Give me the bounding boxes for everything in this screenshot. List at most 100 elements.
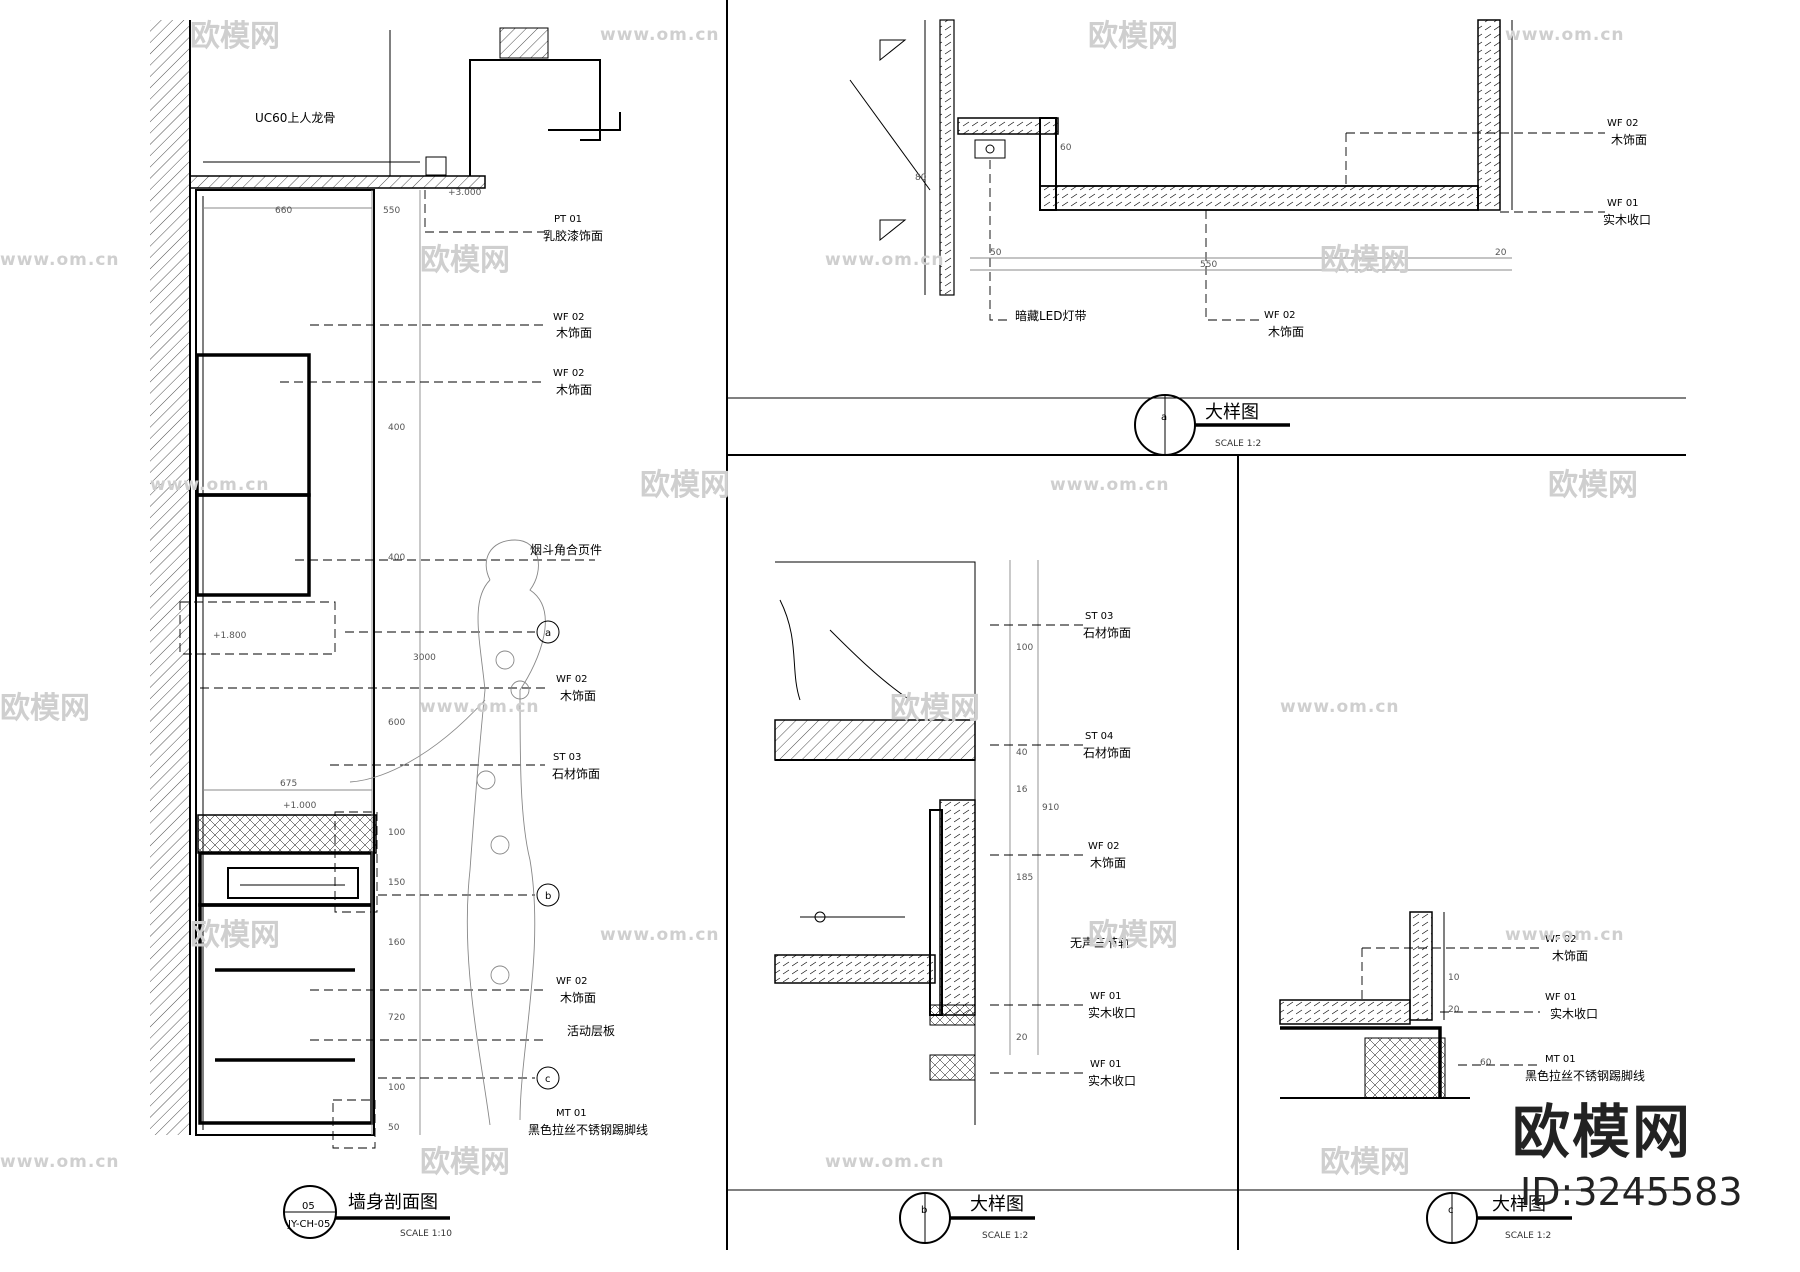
tag-stone: ST 03	[553, 752, 581, 763]
detail-b-note-wood: 木饰面	[1090, 856, 1126, 870]
detail-c-dim-10: 10	[1448, 973, 1460, 983]
level-counter: +1.000	[283, 801, 317, 811]
tag-wood-3: WF 02	[556, 674, 588, 685]
watermark-brand: 欧模网	[1320, 1145, 1410, 1180]
detail-b-drawing	[774, 560, 1088, 1244]
detail-c-scale: SCALE 1:2	[1505, 1231, 1551, 1241]
detail-b-note-stone-2: 石材饰面	[1083, 746, 1131, 760]
section-title: 墙身剖面图	[348, 1192, 438, 1213]
detail-a-dim-20: 20	[1495, 248, 1507, 258]
note-keel: UC60上人龙骨	[255, 111, 335, 125]
note-wood-4: 木饰面	[560, 991, 596, 1005]
watermark-brand: 欧模网	[1088, 19, 1178, 54]
detail-a-dim-550: 550	[1200, 260, 1217, 270]
watermark-url: www.om.cn	[150, 475, 270, 495]
detail-b-scale: SCALE 1:2	[982, 1231, 1028, 1241]
dim-3000: 3000	[413, 653, 436, 663]
detail-b-note-solid-1: 实木收口	[1088, 1005, 1136, 1020]
watermark-brand: 欧模网	[1320, 243, 1410, 278]
detail-b-letter: b	[921, 1205, 927, 1216]
detail-a-tag-wood-top: WF 02	[1607, 118, 1639, 129]
detail-b-dim-20: 20	[1016, 1033, 1028, 1043]
detail-a-tag-wood-bottom: WF 02	[1264, 310, 1296, 321]
detail-b-dim-185: 185	[1016, 873, 1033, 883]
detail-b-note-solid-2: 实木收口	[1088, 1073, 1136, 1088]
brand-id: ID:3245583	[1520, 1170, 1743, 1214]
note-wood-3: 木饰面	[560, 689, 596, 703]
detail-b-tag-stone-1: ST 03	[1085, 611, 1113, 622]
note-hinge: 烟斗角合页件	[530, 542, 602, 557]
detail-c-title: 大样图	[1492, 1194, 1546, 1215]
tag-wood-4: WF 02	[556, 976, 588, 987]
dim-600: 600	[388, 718, 405, 728]
detail-a-dim-60: 60	[1060, 143, 1072, 153]
section-symbol	[283, 1185, 450, 1239]
detail-b-tag-wood: WF 02	[1088, 841, 1120, 852]
section-number: 05	[302, 1201, 315, 1212]
detail-a-note-wood-top: 木饰面	[1611, 133, 1647, 147]
watermark-brand: 欧模网	[640, 468, 730, 503]
wall-section-drawing	[150, 20, 621, 1149]
detail-a-scale: SCALE 1:2	[1215, 439, 1261, 449]
detail-c-tag-wood: WF 02	[1545, 934, 1577, 945]
watermark-brand: 欧模网	[420, 243, 510, 278]
detail-c-dim-60: 60	[1480, 1058, 1492, 1068]
dim-720: 720	[388, 1013, 405, 1023]
callout-c: c	[545, 1074, 551, 1085]
level-ceiling: +3.000	[448, 188, 482, 198]
watermark-url: www.om.cn	[420, 697, 540, 717]
section-scale: SCALE 1:10	[400, 1229, 452, 1239]
detail-b-dim-100: 100	[1016, 643, 1033, 653]
note-wood-2: 木饰面	[556, 383, 592, 397]
detail-b-note-rail: 无声三节轨	[1070, 936, 1130, 950]
watermark-brand: 欧模网	[890, 691, 980, 726]
callout-b: b	[545, 891, 551, 902]
detail-b-dim-16: 16	[1016, 785, 1028, 795]
watermark-brand: 欧模网	[420, 1145, 510, 1180]
dim-150: 150	[388, 878, 405, 888]
tag-wood-1: WF 02	[553, 312, 585, 323]
dim-100b: 100	[388, 1083, 405, 1093]
detail-a-title: 大样图	[1205, 402, 1259, 423]
detail-a-letter: a	[1161, 412, 1167, 423]
callout-a: a	[545, 628, 551, 639]
watermark-brand: 欧模网	[190, 918, 280, 953]
note-wood-1: 木饰面	[556, 326, 592, 340]
watermark-brand: 欧模网	[1088, 918, 1178, 953]
detail-c-note-solid: 实木收口	[1550, 1006, 1598, 1021]
watermark-url: www.om.cn	[600, 925, 720, 945]
detail-c-note-skirting: 黑色拉丝不锈钢踢脚线	[1525, 1068, 1645, 1083]
watermark-url: www.om.cn	[825, 250, 945, 270]
detail-a-drawing	[849, 19, 1605, 456]
brand-logo-text: 欧模网	[1512, 1098, 1693, 1166]
detail-b-dim-40: 40	[1016, 748, 1028, 758]
detail-a-tag-solid-wood: WF 01	[1607, 198, 1639, 209]
level-mid: +1.800	[213, 631, 247, 641]
tag-skirting: MT 01	[556, 1108, 587, 1119]
watermarks: 欧模网 欧模网 www.om.cn www.om.cn 欧模网 欧模网 www.…	[0, 19, 1638, 1180]
section-sheet: JY-CH-05	[287, 1219, 330, 1230]
watermark-brand: 欧模网	[190, 19, 280, 54]
detail-b-tag-solid-2: WF 01	[1090, 1059, 1122, 1070]
note-shelf: 活动层板	[567, 1024, 615, 1038]
detail-b-dim-910: 910	[1042, 803, 1059, 813]
dim-400a: 400	[388, 423, 405, 433]
watermark-url: www.om.cn	[600, 25, 720, 45]
detail-b-tag-stone-2: ST 04	[1085, 731, 1113, 742]
note-skirting: 黑色拉丝不锈钢踢脚线	[528, 1122, 648, 1137]
watermark-url: www.om.cn	[1280, 697, 1400, 717]
watermark-brand: 欧模网	[1548, 468, 1638, 503]
dim-100a: 100	[388, 828, 405, 838]
watermark-url: www.om.cn	[825, 1152, 945, 1172]
tag-latex: PT 01	[554, 214, 582, 225]
detail-c-drawing	[1279, 911, 1572, 1244]
dim-550: 550	[383, 206, 400, 216]
watermark-url: www.om.cn	[0, 250, 120, 270]
watermark-url: www.om.cn	[1505, 25, 1625, 45]
dim-50: 50	[388, 1123, 400, 1133]
watermark-url: www.om.cn	[1050, 475, 1170, 495]
watermark-brand: 欧模网	[0, 691, 90, 726]
detail-a-note-led: 暗藏LED灯带	[1015, 308, 1087, 323]
detail-c-tag-skirting: MT 01	[1545, 1054, 1576, 1065]
